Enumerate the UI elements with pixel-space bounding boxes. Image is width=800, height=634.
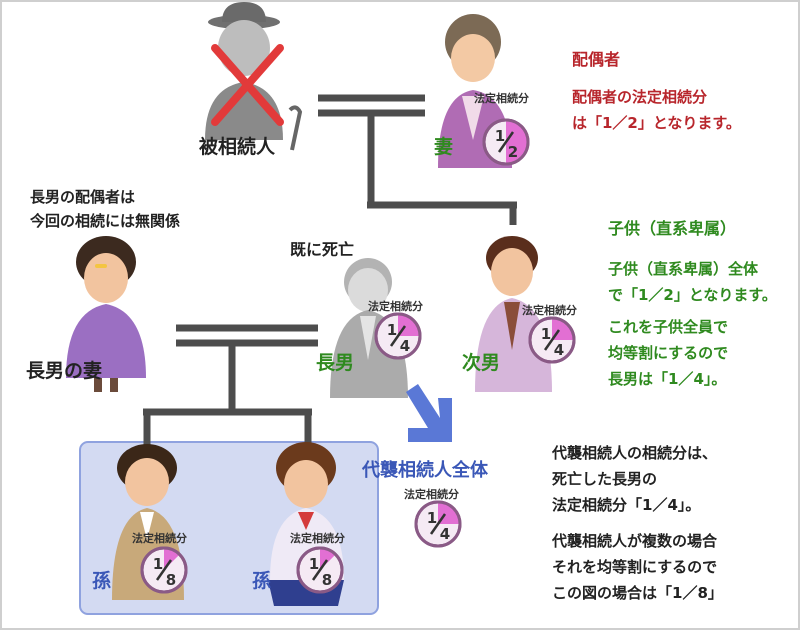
- share-slash: [311, 559, 329, 581]
- share-denominator: 8: [166, 571, 176, 589]
- children-note-line-2: で「1／2」となります。: [608, 286, 777, 304]
- share-pie-second-son: 14: [528, 316, 576, 364]
- man-icon: [475, 236, 552, 392]
- grandchild-2-label: 孫: [252, 570, 272, 592]
- arrow-down-icon: [406, 384, 452, 442]
- substitute-total-label: 代襲相続人全体: [362, 460, 488, 481]
- wife-note-line-2: 今回の相続には無関係: [30, 212, 181, 230]
- spouse-note-line-2: は「1／2」となります。: [572, 114, 741, 132]
- substitute-note-line-4: 代襲相続人が複数の場合: [552, 532, 718, 550]
- share-numerator: 1: [387, 321, 397, 339]
- share-numerator: 1: [495, 127, 505, 145]
- share-slash: [543, 329, 561, 351]
- family-lines: [143, 94, 517, 445]
- substitute-note-line-3: 法定相続分「1／4」。: [552, 496, 701, 514]
- share-pie-grandchild-2: 18: [296, 546, 344, 594]
- share-label-second: 法定相続分: [522, 304, 577, 317]
- share-slice: [438, 502, 460, 524]
- share-slice: [552, 318, 574, 340]
- share-slice: [398, 314, 420, 336]
- children-note-line-1: 子供（直系卑属）全体: [608, 260, 759, 278]
- eldest-son-label: 長男: [316, 352, 355, 374]
- share-label-wife: 法定相続分: [474, 92, 529, 105]
- share-pie-eldest-son: 14: [374, 312, 422, 360]
- man-icon: [330, 258, 408, 398]
- share-slash: [155, 559, 173, 581]
- substitute-note-line-6: この図の場合は「1／8」: [552, 584, 723, 602]
- share-label-grandchild-2: 法定相続分: [290, 532, 345, 545]
- children-note-line-3: これを子供全員で: [608, 318, 729, 336]
- grandchild-1-label: 孫: [92, 570, 112, 592]
- share-label-grandchild-1: 法定相続分: [132, 532, 187, 545]
- share-label-eldest: 法定相続分: [368, 300, 423, 313]
- deceased-label: 被相続人: [199, 136, 276, 158]
- share-slash: [429, 513, 447, 535]
- spouse-note-line-1: 配偶者の法定相続分: [572, 88, 708, 106]
- girl-icon: [268, 442, 344, 606]
- deceased-person-icon: [205, 2, 303, 151]
- woman-icon: [66, 236, 146, 392]
- cross-mark-icon: [211, 44, 284, 126]
- elderly-woman-icon: [438, 14, 512, 168]
- share-numerator: 1: [427, 509, 437, 527]
- share-denominator: 4: [554, 341, 564, 359]
- children-note-line-4: 均等割にするので: [608, 344, 729, 362]
- second-son-label: 次男: [462, 352, 501, 374]
- share-numerator: 1: [309, 555, 319, 573]
- wife-label: 妻: [434, 136, 454, 158]
- share-slash: [497, 131, 515, 153]
- children-note-title: 子供（直系卑属）: [608, 219, 737, 238]
- share-pie-grandchild-1: 18: [140, 546, 188, 594]
- share-slice: [506, 120, 528, 164]
- substitute-note-line-5: それを均等割にするので: [552, 558, 718, 576]
- share-numerator: 1: [153, 555, 163, 573]
- already-dead-label: 既に死亡: [290, 240, 355, 259]
- share-pie-wife: 12: [482, 118, 530, 166]
- share-numerator: 1: [541, 325, 551, 343]
- share-denominator: 2: [508, 143, 518, 161]
- children-note-line-5: 長男は「1／4」。: [608, 370, 727, 388]
- substitute-note-line-2: 死亡した長男の: [552, 470, 658, 488]
- share-slash: [389, 325, 407, 347]
- wife-note-line-1: 長男の配偶者は: [30, 188, 136, 206]
- eldest-son-wife-label: 長男の妻: [26, 360, 103, 382]
- substitute-note-line-1: 代襲相続人の相続分は、: [552, 444, 718, 462]
- spouse-note-title: 配偶者: [572, 50, 621, 69]
- share-label-substitute: 法定相続分: [404, 488, 459, 501]
- share-pie-substitute-total: 14: [414, 500, 462, 548]
- share-denominator: 4: [400, 337, 410, 355]
- share-denominator: 4: [440, 525, 450, 543]
- share-denominator: 8: [322, 571, 332, 589]
